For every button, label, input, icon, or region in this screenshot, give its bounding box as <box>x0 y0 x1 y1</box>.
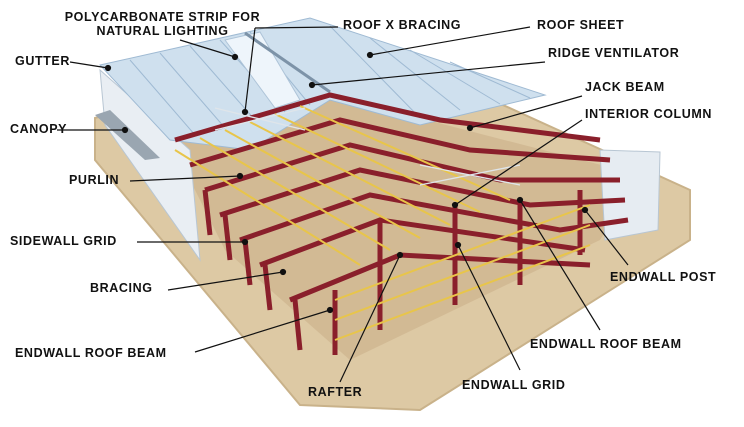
label-sidewall-grid: SIDEWALL GRID <box>10 234 117 248</box>
endwall-cladding <box>599 149 661 241</box>
label-endwall-grid: ENDWALL GRID <box>462 378 566 392</box>
label-ridge-ventilator: RIDGE VENTILATOR <box>548 46 680 60</box>
label-jack-beam: JACK BEAM <box>585 80 665 94</box>
label-canopy: CANOPY <box>10 122 68 136</box>
label-interior-column: INTERIOR COLUMN <box>585 107 713 121</box>
label-purlin: PURLIN <box>69 173 120 187</box>
label-endwall-roof-beam-left: ENDWALL ROOF BEAM <box>15 346 167 360</box>
label-rafter: RAFTER <box>308 385 363 399</box>
roof-x-bracing <box>214 107 521 186</box>
purlins <box>174 105 591 341</box>
label-polycarbonate-line1: POLYCARBONATE STRIP FOR <box>64 10 261 24</box>
leader-lines <box>57 26 629 383</box>
ridge-line <box>244 31 331 94</box>
building-floor <box>170 95 640 360</box>
label-bracing: BRACING <box>90 281 153 295</box>
label-roof-x-bracing: ROOF X BRACING <box>343 18 462 32</box>
label-roof-sheet: ROOF SHEET <box>537 18 625 32</box>
label-polycarbonate-line2: NATURAL LIGHTING <box>96 24 229 38</box>
label-gutter: GUTTER <box>15 54 70 68</box>
canopy-shape <box>95 110 160 160</box>
label-endwall-post: ENDWALL POST <box>610 270 717 284</box>
steel-columns <box>202 189 583 355</box>
label-polycarbonate-strip: POLYCARBONATE STRIP FOR NATURAL LIGHTING <box>55 10 270 38</box>
label-endwall-roof-beam-right: ENDWALL ROOF BEAM <box>530 337 682 351</box>
